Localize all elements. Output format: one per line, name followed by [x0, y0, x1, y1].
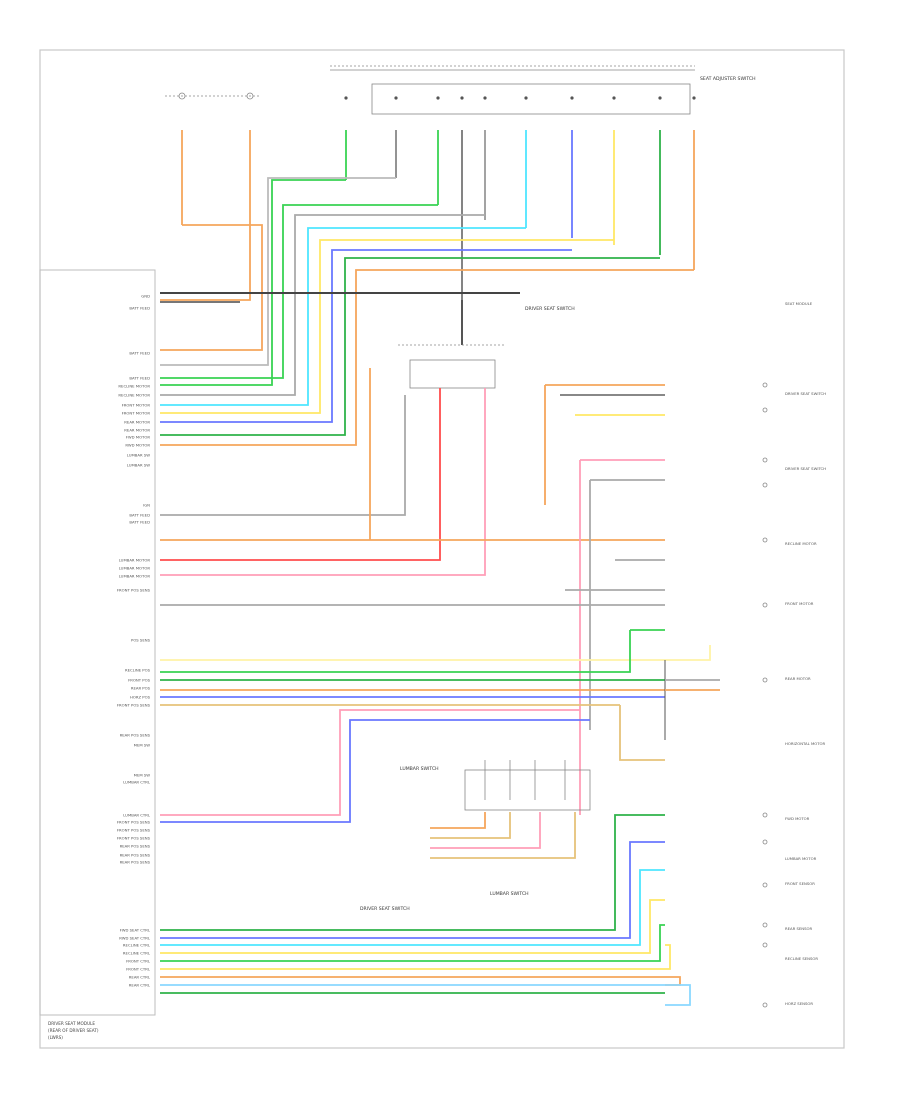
left-terminal-label: RWD MOTOR — [125, 443, 150, 448]
right-component-labels: SEAT MODULE DRIVER SEAT SWITCH DRIVER SEAT… — [785, 301, 826, 1006]
left-terminal-label: POS SENS — [131, 638, 151, 643]
left-terminal-label: REAR MOTOR — [124, 420, 150, 425]
mid-switch-label: DRIVER SEAT SWITCH — [525, 306, 575, 312]
left-terminal-label: REAR POS SENS — [120, 733, 151, 738]
left-terminal-label: GND — [141, 294, 150, 299]
left-terminal-label: REAR CTRL — [129, 975, 151, 980]
right-component-label: DRIVER SEAT SWITCH — [785, 391, 826, 396]
driver-seat-switch-wires — [160, 388, 486, 576]
left-terminal-label: MEM SW — [134, 743, 151, 748]
left-terminal-label: RWD SEAT CTRL — [119, 936, 151, 941]
right-component-label: REAR MOTOR — [785, 676, 811, 681]
left-terminal-label: RECLINE MOTOR — [118, 384, 150, 389]
left-terminal-label: BATT FEED — [129, 520, 150, 525]
left-terminal-label: BATT FEED — [129, 306, 150, 311]
left-terminal-label: FRONT POS — [128, 678, 150, 683]
left-terminal-label: REAR POS — [131, 686, 151, 691]
left-terminal-label: FRONT MOTOR — [122, 403, 151, 408]
lower-mid-label-1: DRIVER SEAT SWITCH — [360, 906, 410, 912]
footer-caption-3: (LWRS) — [48, 1035, 63, 1040]
left-terminal-label: IGN — [143, 503, 150, 508]
left-terminal-label: LUMBAR CTRL — [123, 780, 151, 785]
right-component-label: HORIZONTAL MOTOR — [785, 741, 826, 746]
left-terminal-label: FWD SEAT CTRL — [120, 928, 151, 933]
left-terminal-label: LUMBAR CTRL — [123, 813, 151, 818]
left-terminal-label: FRONT POS SENS — [117, 703, 151, 708]
right-component-label: REAR SENSOR — [785, 926, 813, 931]
driver-seat-switch — [398, 344, 505, 389]
left-terminal-label: RECLINE MOTOR — [118, 393, 150, 398]
left-terminal-label: FRONT POS SENS — [117, 588, 151, 593]
footer-caption-1: DRIVER SEAT MODULE — [48, 1021, 95, 1026]
right-component-label: RECLINE MOTOR — [785, 541, 817, 546]
left-terminal-label: MEM SW — [134, 773, 151, 778]
left-terminal-label: REAR POS SENS — [120, 853, 151, 858]
left-terminal-label: REAR POS SENS — [120, 860, 151, 865]
left-terminal-label: LUMBAR MOTOR — [119, 558, 151, 563]
driver-seat-module-box — [39, 269, 156, 1016]
right-component-label: LUMBAR MOTOR — [785, 856, 817, 861]
ground-bus — [160, 292, 520, 345]
left-terminal-label: LUMBAR SW — [127, 453, 150, 458]
bottom-bus — [160, 814, 691, 1006]
left-terminal-label: RECLINE POS — [125, 668, 151, 673]
left-terminal-label: FRONT POS SENS — [117, 828, 151, 833]
top-right-label: SEAT ADJUSTER SWITCH — [700, 76, 756, 82]
left-terminal-label: REAR MOTOR — [124, 428, 150, 433]
left-terminal-label: FRONT POS SENS — [117, 820, 151, 825]
lower-wires — [160, 630, 720, 823]
lumbar-wires — [430, 812, 576, 859]
right-component-label: SEAT MODULE — [785, 301, 813, 306]
left-terminal-label: HORZ POS — [130, 695, 151, 700]
left-terminal-labels: GND BATT FEED BATT FEED BATT FEED RECLINE MO… — [117, 294, 151, 988]
left-terminal-label: BATT FEED — [129, 376, 150, 381]
left-terminal-label: LUMBAR SW — [127, 463, 150, 468]
right-component-label: RECLINE SENSOR — [785, 956, 818, 961]
left-terminal-label: REAR POS SENS — [120, 844, 151, 849]
lumbar-switch — [464, 760, 591, 811]
footer-caption-2: (REAR OF DRIVER SEAT) — [48, 1028, 99, 1033]
right-component-label: FRONT SENSOR — [785, 881, 815, 886]
outer-frame — [39, 49, 845, 1049]
right-component-label: DRIVER SEAT SWITCH — [785, 466, 826, 471]
left-terminal-label: RECLINE CTRL — [123, 943, 151, 948]
left-terminal-label: FRONT MOTOR — [122, 411, 151, 416]
top-switch-block — [165, 65, 695, 115]
lower-mid-label-2: LUMBAR SWITCH — [490, 891, 529, 897]
top-switch-contacts — [344, 96, 696, 100]
left-terminal-label: RECLINE CTRL — [123, 951, 151, 956]
left-terminal-label: FRONT CTRL — [126, 967, 151, 972]
left-terminal-label: BATT FEED — [129, 513, 150, 518]
right-component-label: HORZ SENSOR — [785, 1001, 813, 1006]
left-terminal-label: FRONT POS SENS — [117, 836, 151, 841]
left-terminal-label: FWD MOTOR — [126, 435, 151, 440]
left-terminal-label: LUMBAR MOTOR — [119, 566, 151, 571]
lumbar-switch-label: LUMBAR SWITCH — [400, 766, 439, 772]
harness-wires — [160, 177, 694, 446]
right-switches — [762, 382, 768, 1008]
left-terminal-label: BATT FEED — [129, 351, 150, 356]
right-component-label: FRONT MOTOR — [785, 601, 814, 606]
left-terminal-label: REAR CTRL — [129, 983, 151, 988]
left-terminal-label: LUMBAR MOTOR — [119, 574, 151, 579]
left-terminal-label: FRONT CTRL — [126, 959, 151, 964]
right-harness — [160, 368, 665, 815]
right-component-label: FWD MOTOR — [785, 816, 810, 821]
